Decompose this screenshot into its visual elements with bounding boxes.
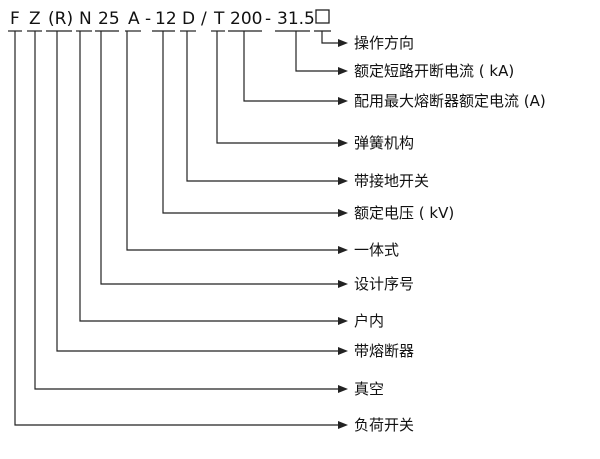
- code-segment-a: A: [128, 9, 140, 29]
- arrowheads: [338, 39, 348, 429]
- code-segment-z: Z: [29, 9, 41, 29]
- code-segment-dash-2: -: [265, 9, 271, 29]
- code-segment-31-5: 31.5: [277, 9, 315, 29]
- leader-rated-voltage: [162, 31, 340, 214]
- code-segment-12: 12: [155, 9, 177, 29]
- model-code: F Z (R) N 25 A - 12 D / T 200 - 31.5: [10, 9, 315, 29]
- code-segment-slash: /: [201, 9, 207, 29]
- code-segment-25: 25: [98, 9, 120, 29]
- label-vacuum: 真空: [354, 380, 384, 398]
- leader-load-switch: [14, 31, 340, 426]
- leader-earthing-switch: [186, 31, 340, 182]
- arrowhead-spring-mechanism: [338, 139, 348, 147]
- leader-vacuum: [34, 31, 340, 390]
- arrowhead-vacuum: [338, 385, 348, 393]
- code-segment-d: D: [182, 9, 195, 29]
- leader-integrated: [126, 31, 340, 251]
- annotation-labels: 操作方向 额定短路开断电流 ( kA) 配用最大熔断器额定电流 (A) 弹簧机构…: [354, 34, 546, 434]
- label-integrated: 一体式: [354, 241, 399, 259]
- label-operating-direction: 操作方向: [354, 34, 414, 52]
- arrowhead-rated-voltage: [338, 209, 348, 217]
- arrowhead-with-fuse: [338, 347, 348, 355]
- arrowhead-earthing-switch: [338, 177, 348, 185]
- leader-fuse-current: [243, 31, 340, 102]
- code-segment-f: F: [10, 9, 20, 29]
- code-placeholder-box: [315, 9, 330, 24]
- code-segment-200: 200: [230, 9, 262, 29]
- arrowhead-design-number: [338, 280, 348, 288]
- arrowhead-operating-direction: [338, 39, 348, 47]
- label-spring-mechanism: 弹簧机构: [354, 134, 414, 152]
- label-indoor: 户内: [354, 312, 384, 330]
- label-fuse-current: 配用最大熔断器额定电流 (A): [354, 92, 546, 110]
- label-breaking-current: 额定短路开断电流 ( kA): [354, 62, 514, 80]
- leader-operating-direction: [321, 31, 340, 44]
- code-segment-t: T: [213, 9, 225, 29]
- arrowhead-load-switch: [338, 421, 348, 429]
- arrowhead-integrated: [338, 246, 348, 254]
- leader-lines: [14, 31, 340, 426]
- arrowhead-breaking-current: [338, 67, 348, 75]
- leader-indoor: [79, 31, 340, 322]
- label-load-switch: 负荷开关: [354, 416, 414, 434]
- label-with-fuse: 带熔断器: [354, 342, 414, 360]
- leader-breaking-current: [295, 31, 340, 72]
- leader-with-fuse: [56, 31, 340, 352]
- leader-design-number: [100, 31, 340, 285]
- label-design-number: 设计序号: [354, 275, 414, 293]
- code-segment-dash-1: -: [145, 9, 151, 29]
- label-rated-voltage: 额定电压 ( kV): [354, 204, 454, 222]
- code-segment-r: (R): [48, 9, 73, 29]
- label-earthing-switch: 带接地开关: [354, 172, 429, 190]
- code-segment-n: N: [79, 9, 92, 29]
- arrowhead-fuse-current: [338, 97, 348, 105]
- arrowhead-indoor: [338, 317, 348, 325]
- leader-spring-mechanism: [216, 31, 340, 144]
